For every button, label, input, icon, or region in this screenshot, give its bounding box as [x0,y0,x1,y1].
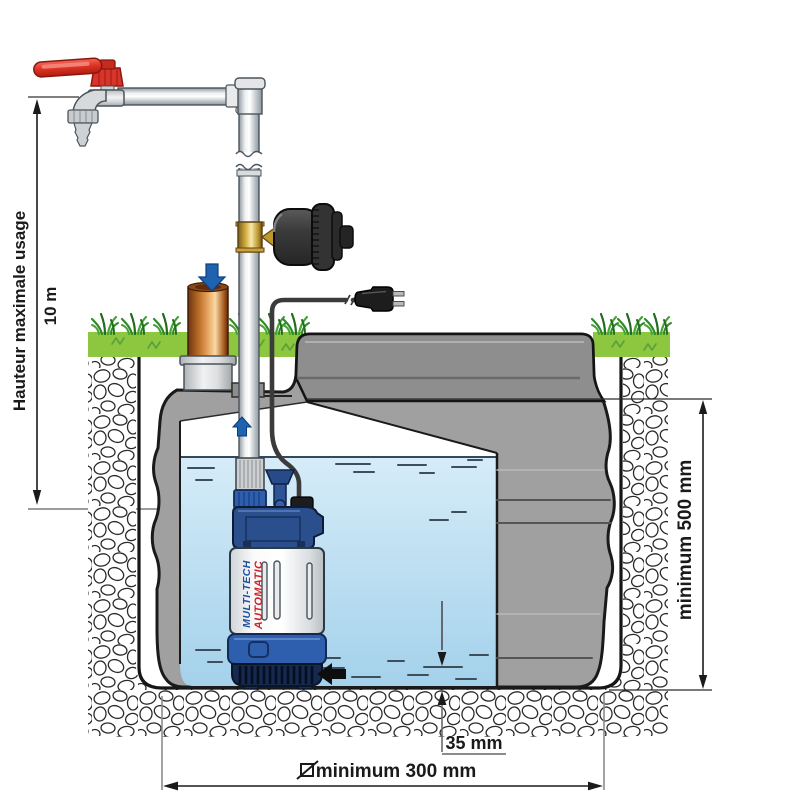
intake-slots [238,666,314,684]
arrow-right-icon [588,781,603,791]
arrow-down-icon [698,675,708,689]
arrow-up-icon [437,691,447,705]
plug-pin-bottom [392,301,405,307]
submersible-pump: MULTI-TECH AUTOMATIC [227,457,346,690]
pipe-flow-up-arrow-icon [231,416,253,437]
float-switch-button [248,641,269,658]
pipe-break [235,150,263,177]
dim-depth-right: minimum 500 mm [307,398,712,691]
residual-dimension-label: 35 mm [445,733,502,753]
collar-ribs [238,492,260,506]
height-dimension-label: Hauteur maximale usage [10,211,29,411]
grass-tufts [90,312,673,336]
vessel-ribbed-rim [311,203,335,271]
cutaway-edge [306,401,498,454]
height-dimension-value: 10 m [41,287,60,326]
tank-rib-lines [496,469,612,659]
gravel-bed [88,357,668,737]
pressure-vessel-assembly [235,203,354,271]
horizontal-pipe [117,87,235,106]
arrow-left-icon [163,781,178,791]
inlet-flow-down-arrow-icon [197,263,227,292]
rain-inlet [179,281,237,391]
vessel-knob [339,225,354,249]
width-dimension-label: minimum 300 mm [316,761,477,782]
vessel-highlight [272,213,283,233]
vent-slot [261,561,268,621]
faucet-spout [72,89,107,113]
water-ripples [187,459,489,680]
dim-residual-35mm: 35 mm [423,601,506,755]
nut-ridges [73,111,93,122]
arrow-down-icon [32,490,42,505]
pump-model-label: AUTOMATIC [253,560,265,630]
power-cable [269,297,349,503]
arrow-up-icon [32,99,42,114]
faucet-handle [33,57,103,78]
well-collar [183,363,233,391]
coupling-ribs [239,460,261,488]
grass-strip-right [593,332,670,357]
hose-coupling [235,457,265,491]
plug-pin-top [392,291,405,297]
arrow-up-icon [698,400,708,414]
power-plug [354,286,394,312]
diameter-icon [296,760,319,780]
plug-highlight [361,290,387,295]
intake-flow-arrow-icon [317,663,346,685]
power-supply [269,286,405,503]
brass-fitting [237,221,263,253]
brass-flange-bottom [235,247,265,253]
pump-handle-top [264,469,296,485]
head-panel [245,516,301,542]
depth-dimension-label: minimum 500 mm [675,460,696,621]
dim-width-bottom: minimum 300 mm [163,760,603,791]
copper-inlet-pipe [187,286,229,359]
elbow-body [237,85,263,115]
spout-nut [67,109,99,124]
pump-brand-label: MULTI-TECH [241,560,253,627]
arrow-down-icon [437,652,447,666]
dim-width-extensions [161,694,605,790]
vent-slot [273,560,281,620]
head-bolt-right [297,541,305,547]
elbow-cap [234,77,266,90]
discharge-plumbing [33,57,266,463]
head-bolt-left [243,541,251,547]
vent-slot [306,562,313,620]
faucet [33,57,125,147]
tank-lid [294,332,607,403]
rim-teeth [312,209,319,265]
hose-barb [73,122,93,147]
